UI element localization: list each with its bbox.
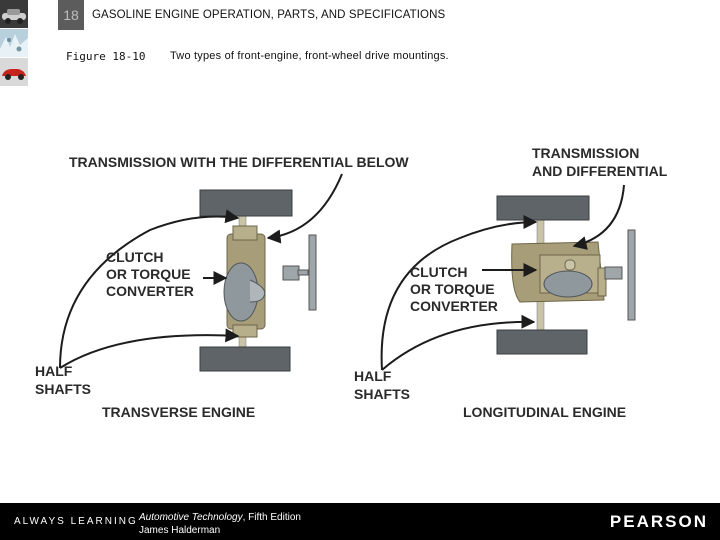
- footer-book-info: Automotive Technology, Fifth Edition Jam…: [139, 511, 301, 537]
- right-clutch-line1: CLUTCH: [410, 264, 468, 280]
- footer-bar: ALWAYS LEARNING Automotive Technology, F…: [0, 503, 720, 540]
- right-half-line2: SHAFTS: [354, 386, 410, 402]
- right-half-line1: HALF: [354, 368, 392, 384]
- right-steering-column: [627, 229, 636, 321]
- left-bottom-label: TRANSVERSE ENGINE: [102, 404, 255, 420]
- red-car-thumbnail-icon: [0, 58, 28, 86]
- left-front-tires: [199, 189, 293, 217]
- splash-thumbnail-icon: [0, 29, 28, 57]
- figure-caption: Two types of front-engine, front-wheel d…: [170, 50, 449, 62]
- book-author: James Halderman: [139, 525, 221, 536]
- car-thumbnail-icon: [0, 0, 28, 28]
- left-half-line1: HALF: [35, 363, 73, 379]
- book-edition: , Fifth Edition: [242, 512, 301, 523]
- transverse-engine-drawing: [199, 189, 317, 372]
- drivetrain-diagram: TRANSMISSION WITH THE DIFFERENTIAL BELOW…: [35, 145, 668, 420]
- right-rear-tires: [496, 329, 588, 355]
- left-clutch-line2: OR TORQUE: [106, 266, 191, 282]
- callout-arrows: [59, 173, 625, 371]
- left-steering-column: [308, 234, 317, 311]
- left-rear-tires: [199, 346, 291, 372]
- right-top-line1: TRANSMISSION: [532, 145, 639, 161]
- longitudinal-engine-drawing: [496, 195, 636, 355]
- longitudinal-clutch: [543, 270, 593, 298]
- left-top-label: TRANSMISSION WITH THE DIFFERENTIAL BELOW: [69, 154, 409, 170]
- chapter-number: 18: [58, 0, 84, 30]
- right-clutch-line3: CONVERTER: [410, 298, 498, 314]
- right-front-tires: [496, 195, 590, 221]
- chapter-thumbnails: [0, 0, 28, 88]
- right-clutch-line2: OR TORQUE: [410, 281, 495, 297]
- left-clutch-line1: CLUTCH: [106, 249, 164, 265]
- chapter-title: GASOLINE ENGINE OPERATION, PARTS, AND SP…: [92, 9, 446, 21]
- left-half-line2: SHAFTS: [35, 381, 91, 397]
- publisher-logo: PEARSON: [609, 512, 708, 531]
- book-title: Automotive Technology: [139, 512, 243, 523]
- right-top-line2: AND DIFFERENTIAL: [532, 163, 668, 179]
- left-clutch-line3: CONVERTER: [106, 283, 194, 299]
- figure-number: Figure 18-10: [66, 50, 146, 63]
- right-bottom-label: LONGITUDINAL ENGINE: [463, 404, 626, 420]
- footer-tagline: ALWAYS LEARNING: [14, 516, 138, 527]
